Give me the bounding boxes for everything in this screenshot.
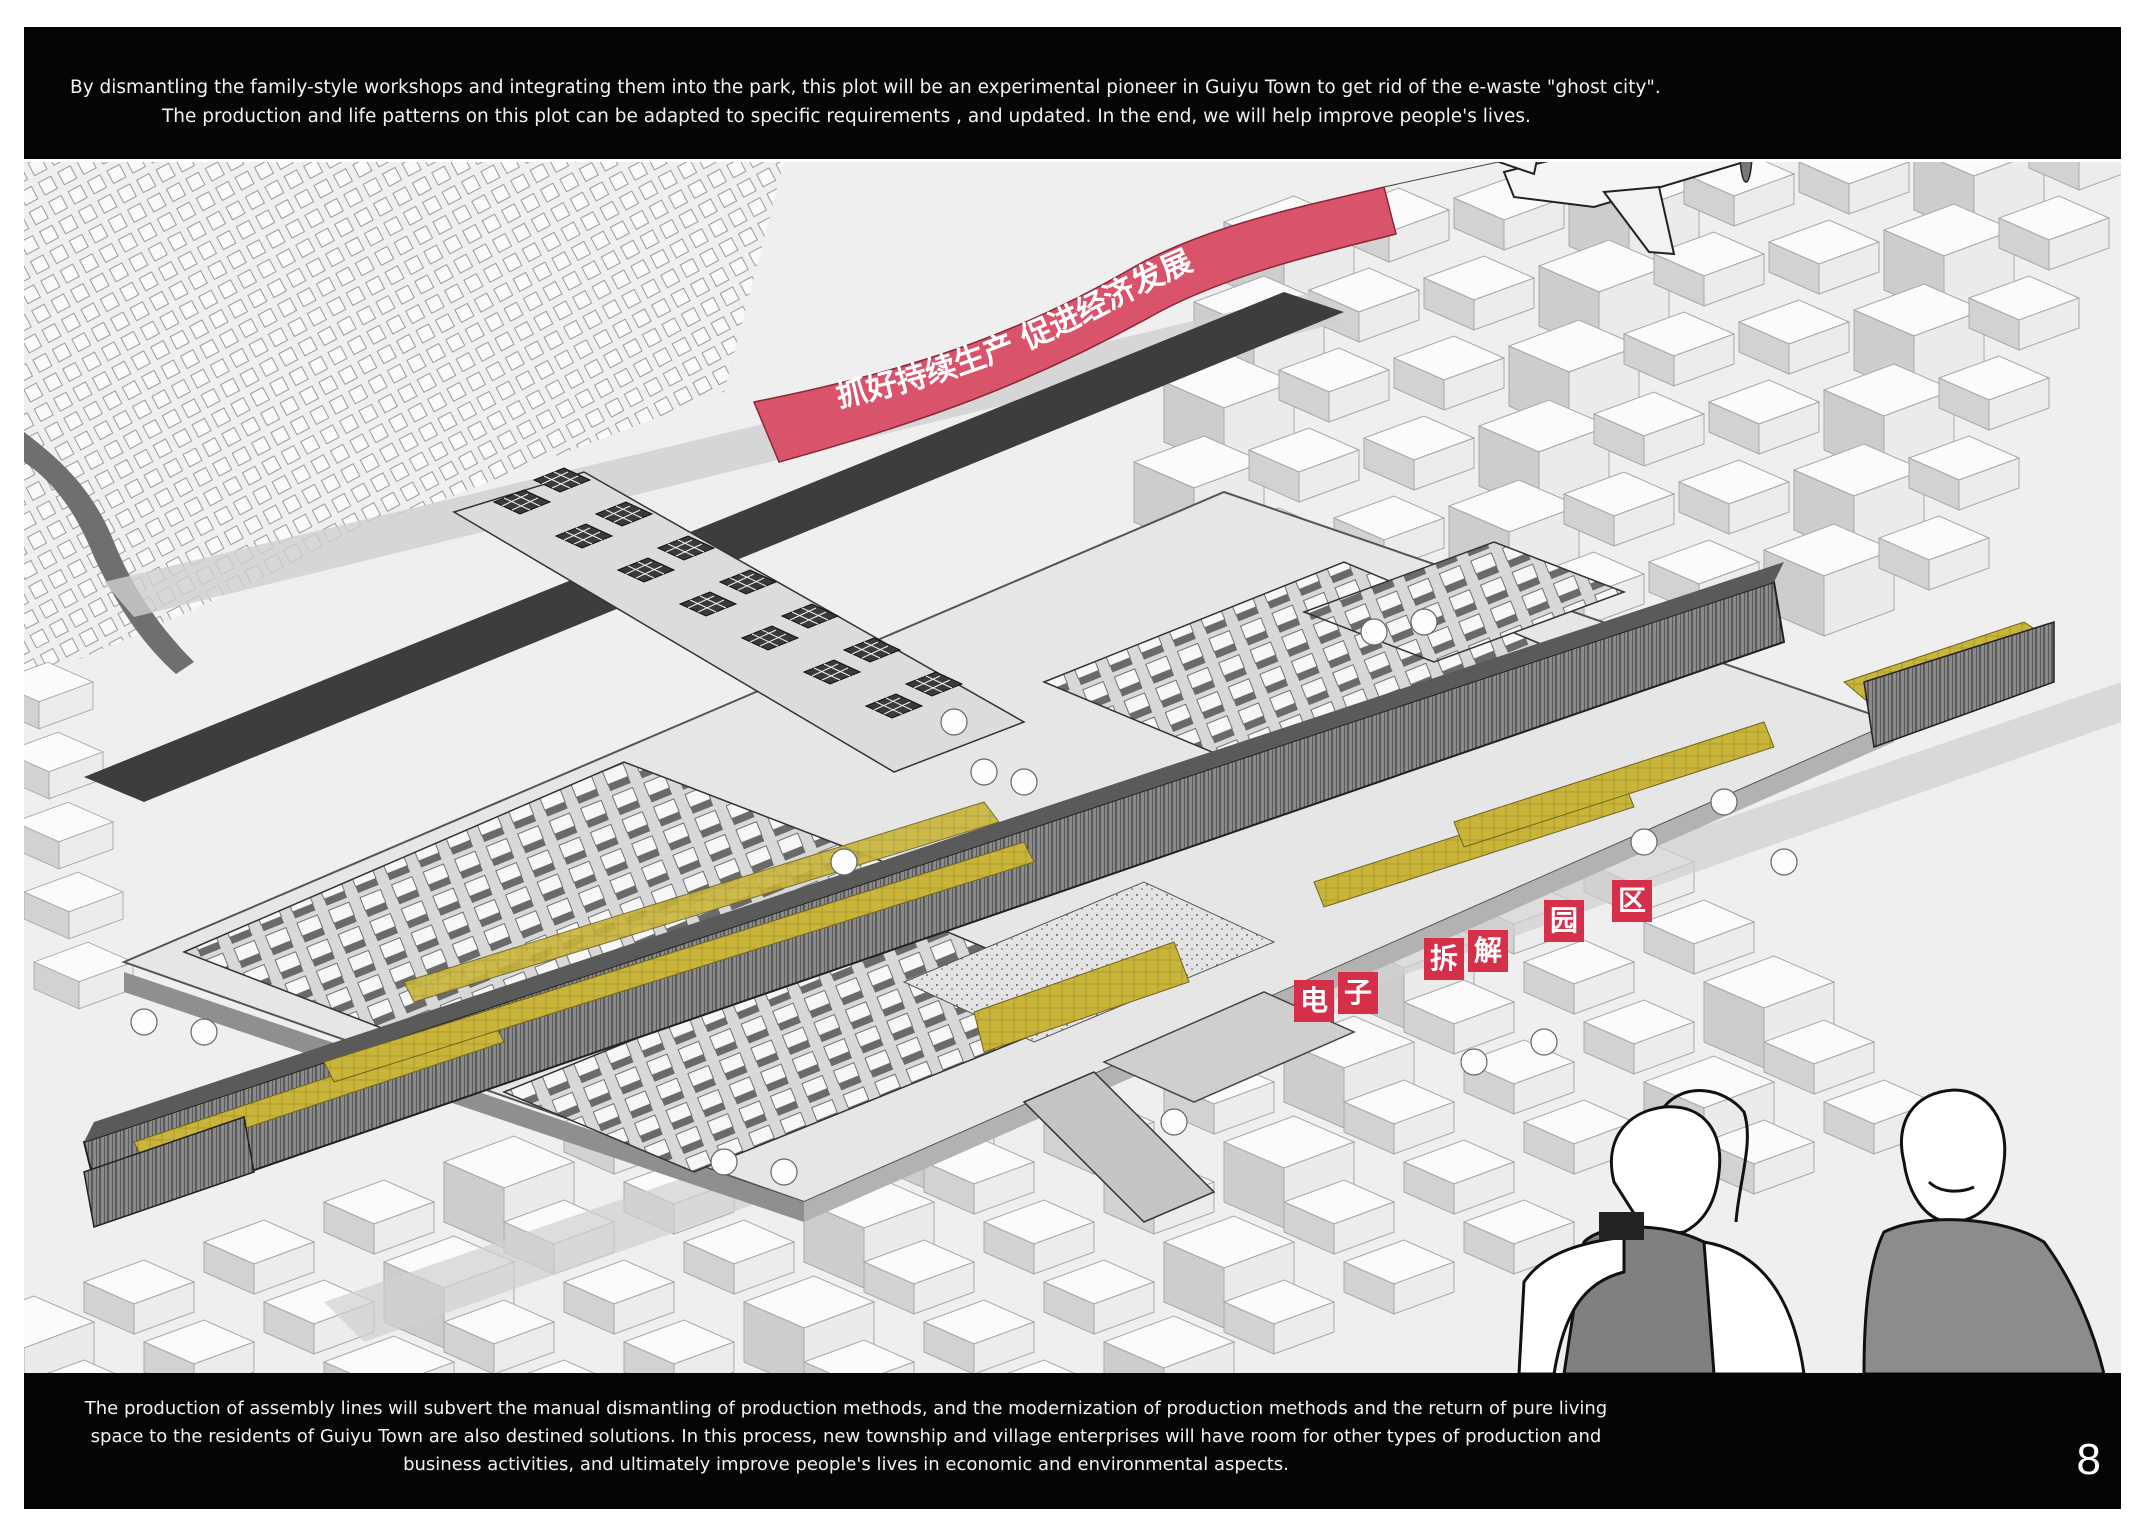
tree-icon bbox=[1710, 788, 1738, 816]
pedestrian-bridge bbox=[1022, 1071, 1216, 1223]
airplane-icon bbox=[1497, 162, 1753, 256]
tree-icon bbox=[1460, 1048, 1488, 1076]
header-line-1: By dismantling the family-style workshop… bbox=[70, 77, 1661, 98]
grid-roof bbox=[780, 603, 840, 629]
south-square bbox=[1102, 991, 1356, 1103]
header-line-2: The production and life patterns on this… bbox=[162, 106, 1531, 127]
sign-char-6: 区 bbox=[1618, 884, 1646, 917]
sign-char-3: 拆 bbox=[1430, 942, 1458, 975]
sign-group: 电 子 拆 解 园 区 bbox=[1294, 880, 1652, 1022]
grid-roof bbox=[802, 659, 862, 685]
workshop-arm bbox=[452, 471, 1026, 773]
tree-icon bbox=[1010, 768, 1038, 796]
village-grid bbox=[24, 162, 784, 682]
east-end-frame bbox=[1863, 620, 2055, 749]
tree-icon bbox=[1360, 618, 1388, 646]
tree-icon bbox=[1410, 608, 1438, 636]
footer-band: The production of assembly lines will su… bbox=[24, 1373, 2121, 1509]
footer-caption: The production of assembly lines will su… bbox=[84, 1398, 1608, 1475]
sign-box-4 bbox=[1468, 930, 1508, 972]
sign-char-2: 子 bbox=[1344, 976, 1372, 1009]
sign-char-5: 园 bbox=[1550, 904, 1578, 937]
grid-roof bbox=[594, 501, 654, 527]
roof-west-long bbox=[323, 841, 1035, 1083]
tree-icon bbox=[1630, 828, 1658, 856]
grid-roof bbox=[656, 535, 716, 561]
sign-box-5 bbox=[1544, 900, 1584, 942]
trees bbox=[130, 608, 1798, 1186]
camera-icon bbox=[1599, 1212, 1644, 1240]
tree-icon bbox=[1770, 848, 1798, 876]
sign-box-2 bbox=[1338, 972, 1378, 1014]
axonometric-scene: 电 子 拆 解 园 区 抓好持续生产 促进经济发展 bbox=[24, 162, 2121, 1374]
factory-spine-top-edge bbox=[84, 562, 1784, 1142]
header-band: By dismantling the family-style workshop… bbox=[24, 27, 2121, 159]
sign-box-3 bbox=[1424, 938, 1464, 980]
grid-roof bbox=[740, 625, 800, 651]
grid-roof bbox=[616, 557, 676, 583]
tree-icon bbox=[1530, 1028, 1558, 1056]
tree-icon bbox=[190, 1018, 218, 1046]
roof-center bbox=[973, 941, 1190, 1053]
river bbox=[24, 432, 194, 674]
tree-icon bbox=[770, 1158, 798, 1186]
tree-icon bbox=[940, 708, 968, 736]
grid-roof bbox=[718, 569, 778, 595]
tree-icon bbox=[130, 1008, 158, 1036]
west-end-frame bbox=[83, 1116, 255, 1228]
header-caption: By dismantling the family-style workshop… bbox=[24, 73, 2121, 131]
roof-east-upper bbox=[1453, 721, 1775, 848]
grid-roof bbox=[492, 489, 552, 515]
observer-man bbox=[1862, 1088, 2106, 1374]
sign-box-6 bbox=[1612, 880, 1652, 922]
sign-char-4: 解 bbox=[1474, 934, 1502, 967]
grid-roof bbox=[532, 467, 592, 493]
tree-icon bbox=[710, 1148, 738, 1176]
tree-icon bbox=[830, 848, 858, 876]
grid-roof bbox=[904, 671, 964, 697]
scene-drawing: 电 子 拆 解 园 区 抓好持续生产 促进经济发展 bbox=[24, 162, 2121, 1374]
observer-woman bbox=[1517, 1089, 1806, 1374]
grid-roof bbox=[842, 637, 902, 663]
tree-icon bbox=[970, 758, 998, 786]
sign-box-1 bbox=[1294, 980, 1334, 1022]
page-number: 8 bbox=[2076, 1435, 2101, 1484]
slogan-banner bbox=[752, 186, 1397, 463]
grid-roof bbox=[864, 693, 924, 719]
arm-roofs bbox=[492, 467, 964, 719]
tow-line bbox=[1383, 162, 1501, 188]
sign-char-1: 电 bbox=[1300, 984, 1328, 1017]
grid-roof bbox=[678, 591, 738, 617]
tree-icon bbox=[1160, 1108, 1188, 1136]
grid-roof bbox=[554, 523, 614, 549]
